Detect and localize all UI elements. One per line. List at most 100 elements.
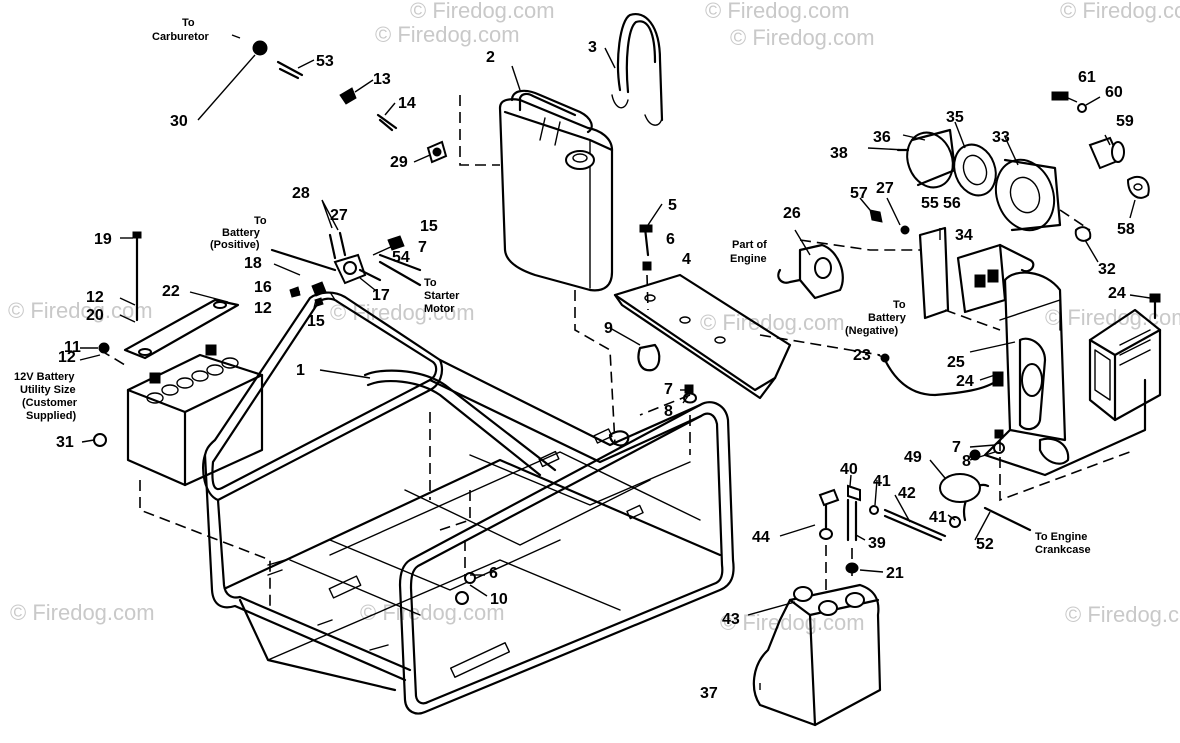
- note-part-of-engine: Engine: [730, 253, 767, 265]
- callout-number: 29: [390, 154, 408, 171]
- callout-number: 20: [86, 307, 104, 324]
- callout-number: 17: [372, 287, 390, 304]
- callout-number: 38: [830, 145, 848, 162]
- callout-number: 39: [868, 535, 886, 552]
- leader-lines: [79, 34, 1151, 690]
- callout-number: 7: [418, 239, 427, 256]
- watermark: © Firedog.com: [730, 25, 875, 50]
- callout-number: 40: [840, 461, 858, 478]
- watermark: © Firedog.com: [705, 0, 850, 23]
- fuel-tank: [498, 89, 614, 292]
- callout-number: 13: [373, 71, 391, 88]
- callout-number: 24: [1108, 285, 1126, 302]
- annotation-notes: To Carburetor To Battery (Positive) To S…: [14, 17, 1091, 556]
- callout-number: 8: [962, 453, 971, 470]
- watermark: © Firedog.com: [375, 22, 520, 47]
- watermark: © Firedog.com: [360, 600, 505, 625]
- note-battery-size: 12V Battery: [14, 371, 75, 383]
- note-to-battery-positive: Battery: [222, 227, 261, 239]
- callout-number: 19: [94, 231, 112, 248]
- callout-number: 14: [398, 95, 416, 112]
- callout-number: 41: [873, 473, 891, 490]
- callout-number: 12: [58, 349, 76, 366]
- callout-number: 56: [943, 195, 961, 212]
- shroud-fasteners: [869, 209, 1161, 454]
- callout-number: 25: [947, 354, 965, 371]
- callout-number: 5: [668, 197, 677, 214]
- note-part-of-engine: Part of: [732, 239, 767, 251]
- callout-number: 55: [921, 195, 939, 212]
- callout-number: 27: [330, 207, 348, 224]
- callout-number: 18: [244, 255, 262, 272]
- assembly-lines: [99, 95, 1136, 610]
- callout-number: 21: [886, 565, 904, 582]
- callout-numbers: 1 2 3 5 6 4 7 8 9 10 11 12 12 12 13 14 1…: [56, 39, 1135, 702]
- callout-number: 8: [664, 403, 673, 420]
- watermark: © Firedog.com: [10, 600, 155, 625]
- callout-number: 37: [700, 685, 718, 702]
- callout-number: 57: [850, 185, 868, 202]
- note-battery-size: Utility Size: [20, 384, 76, 396]
- battery-hold-down: [123, 231, 240, 360]
- callout-number: 2: [486, 49, 495, 66]
- callout-number: 53: [316, 53, 334, 70]
- callout-number: 23: [853, 347, 871, 364]
- note-to-starter-motor: Starter: [424, 290, 460, 302]
- note-to-engine-crankcase: Crankcase: [1035, 544, 1091, 556]
- callout-number: 7: [664, 381, 673, 398]
- callout-number: 61: [1078, 69, 1096, 86]
- note-to-battery-negative: Battery: [868, 312, 907, 324]
- end-bell-parts: [896, 91, 1150, 242]
- callout-number: 44: [752, 529, 770, 546]
- note-to-carburetor: To: [182, 17, 195, 29]
- callout-number: 15: [307, 313, 325, 330]
- callout-number: 3: [588, 39, 597, 56]
- callout-number: 15: [420, 218, 438, 235]
- callout-number: 32: [1098, 261, 1116, 278]
- ground-cable: [880, 353, 1004, 397]
- callout-number: 6: [666, 231, 675, 248]
- callout-number: 52: [976, 536, 994, 553]
- callout-number: 54: [392, 249, 410, 266]
- note-to-engine-crankcase: To Engine: [1035, 531, 1087, 543]
- oil-drain-parts: [818, 449, 1032, 574]
- callout-number: 26: [783, 205, 801, 222]
- tubular-frame: [201, 291, 735, 715]
- callout-number: 6: [489, 565, 498, 582]
- callout-number: 22: [162, 283, 180, 300]
- watermark: © Firedog.com: [720, 610, 865, 635]
- callout-number: 7: [952, 439, 961, 456]
- watermark: © Firedog.com: [410, 0, 555, 23]
- watermark: © Firedog.com: [1065, 602, 1180, 627]
- starter-solenoid: [270, 231, 422, 307]
- callout-number: 30: [170, 113, 188, 130]
- note-to-battery-positive: To: [254, 215, 267, 227]
- callout-number: 24: [956, 373, 974, 390]
- note-to-starter-motor: To: [424, 277, 437, 289]
- note-to-battery-negative: (Negative): [845, 325, 899, 337]
- watermark: © Firedog.com: [8, 298, 153, 323]
- mounting-bracket: [613, 273, 792, 400]
- callout-number: 41: [929, 509, 947, 526]
- callout-number: 11: [64, 339, 81, 356]
- callout-number: 59: [1116, 113, 1134, 130]
- note-to-battery-positive: (Positive): [210, 239, 260, 251]
- callout-number: 60: [1105, 84, 1123, 101]
- callout-number: 58: [1117, 221, 1135, 238]
- watermark: © Firedog.com: [700, 310, 845, 335]
- rotor-assembly: [906, 128, 1062, 232]
- callout-number: 4: [682, 251, 691, 268]
- note-to-carburetor: Carburetor: [152, 31, 210, 43]
- watermark: © Firedog.com: [1060, 0, 1180, 23]
- note-to-battery-negative: To: [893, 299, 906, 311]
- callout-number: 1: [296, 362, 305, 379]
- note-battery-size: Supplied): [26, 410, 76, 422]
- callout-number: 35: [946, 109, 964, 126]
- callout-number: 12: [86, 289, 104, 306]
- callout-number: 27: [876, 180, 894, 197]
- callout-number: 33: [992, 129, 1010, 146]
- callout-number: 9: [604, 320, 613, 337]
- callout-number: 12: [254, 300, 272, 317]
